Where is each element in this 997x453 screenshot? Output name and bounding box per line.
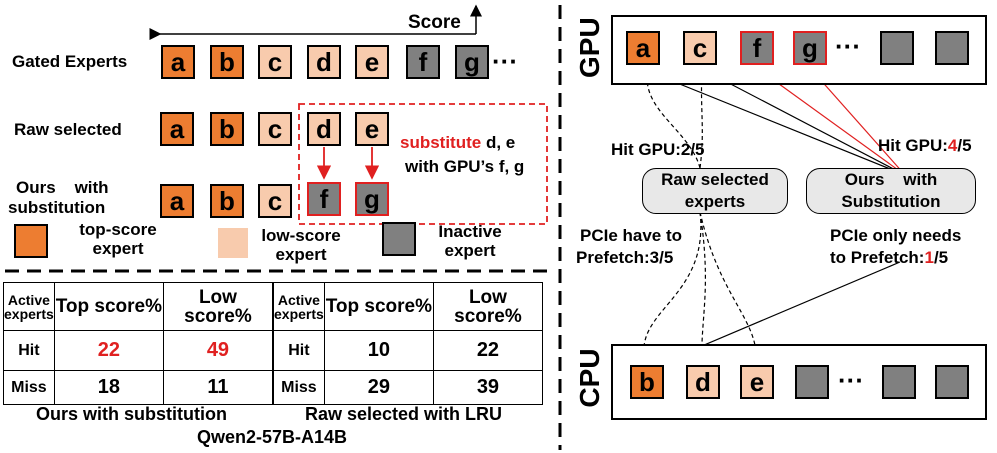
raw-to-cpu-e (699, 211, 762, 366)
model-caption: Qwen2-57B-A14B (197, 427, 348, 447)
raw-expert-e: e (355, 112, 389, 146)
ours-expert-f: f (307, 182, 341, 216)
hit-gpu-ours: Hit GPU:4/5 (878, 136, 972, 155)
gpu-expert-g: g (793, 31, 827, 65)
cpu-slot-empty-3 (935, 365, 969, 399)
pcie-ours-line1: PCIe only needs (830, 226, 962, 245)
ours-hit-top: 22 (53, 330, 164, 371)
score-label: Score (408, 12, 461, 33)
raw-selected-label: Raw selected (14, 120, 122, 139)
gated-expert-c: c (258, 45, 292, 79)
cpu-slot-empty-1 (795, 365, 829, 399)
pcie-raw-line1: PCIe have to (580, 226, 683, 245)
legend-inactive-swatch (382, 222, 416, 256)
cpu-expert-d: d (686, 365, 720, 399)
gpu-slot-empty-1 (880, 31, 914, 65)
ours-top-header: Top score% (53, 282, 164, 331)
ours-to-gpu-f (756, 67, 906, 176)
raw-miss-low: 39 (432, 370, 544, 405)
raw-hit-label: Hit (273, 330, 325, 371)
cpu-expert-e: e (740, 365, 774, 399)
ours-expert-c: c (258, 184, 292, 218)
raw-miss-label: Miss (273, 370, 325, 405)
ours-hit-low: 49 (162, 330, 274, 371)
gated-expert-d: d (307, 45, 341, 79)
legend-low-swatch (218, 228, 248, 258)
cpu-ellipsis: ··· (838, 365, 864, 395)
raw-expert-a: a (160, 112, 194, 146)
ours-to-gpu-a (638, 66, 906, 176)
raw-table-caption: Raw selected with LRU (305, 404, 503, 424)
legend-low-text: low-score expert (261, 226, 341, 264)
gated-experts-label: Gated Experts (12, 52, 128, 71)
raw-low-header: Low score% (432, 282, 544, 331)
cpu-label: CPU (574, 348, 605, 408)
ours-expert-b: b (210, 184, 244, 218)
cpu-slot-empty-2 (882, 365, 916, 399)
ours-low-header: Low score% (162, 282, 274, 331)
raw-expert-d: d (307, 112, 341, 146)
gpu-expert-c: c (683, 31, 717, 65)
ours-miss-label: Miss (3, 370, 55, 405)
ours-expert-a: a (160, 184, 194, 218)
raw-top-header: Top score% (323, 282, 434, 331)
ours-table-caption: Ours with substitution (36, 404, 227, 424)
hit-gpu-raw: Hit GPU:2/5 (611, 140, 705, 159)
raw-hit-top: 10 (323, 330, 434, 371)
ours-substitution-node: Ours with Substitution (806, 168, 976, 214)
raw-table: Active experts Top score% Low score% Hit… (273, 282, 544, 405)
substitute-note-line1: substitute d, e (400, 133, 516, 152)
ours-table: Active experts Top score% Low score% Hit… (3, 282, 274, 405)
gpu-expert-a: a (626, 31, 660, 65)
ours-label-line2: substitution (8, 198, 106, 217)
raw-active-header: Active experts (273, 282, 325, 331)
gated-expert-b: b (210, 45, 244, 79)
ours-to-gpu-g (809, 67, 906, 176)
substitution-highlight-box (298, 103, 548, 225)
ours-miss-top: 18 (53, 370, 164, 405)
gated-ellipsis: ··· (492, 46, 518, 76)
gpu-ellipsis: ··· (835, 31, 861, 61)
raw-expert-b: b (210, 112, 244, 146)
ours-active-header: Active experts (3, 282, 55, 331)
gated-expert-g: g (455, 45, 489, 79)
substitute-note-line2: with GPU’s f, g (405, 157, 525, 176)
gated-expert-f: f (406, 45, 440, 79)
gpu-label: GPU (574, 17, 605, 78)
ours-label-line1: Ours with (16, 178, 109, 197)
ours-miss-low: 11 (162, 370, 274, 405)
pcie-ours-line2: to Prefetch:1/5 (830, 248, 949, 267)
ours-hit-label: Hit (3, 330, 55, 371)
raw-miss-top: 29 (323, 370, 434, 405)
legend-top-text: top-score expert (79, 220, 157, 258)
raw-selected-experts-node: Raw selected experts (642, 168, 788, 214)
ours-to-gpu-c (698, 67, 906, 176)
raw-expert-c: c (258, 112, 292, 146)
cpu-expert-b: b (630, 365, 664, 399)
gpu-expert-f: f (740, 31, 774, 65)
pcie-raw-line2: Prefetch:3/5 (576, 248, 674, 267)
legend-top-swatch (14, 224, 48, 258)
gpu-slot-empty-2 (935, 31, 969, 65)
legend-inactive-text: Inactive expert (438, 222, 502, 260)
gated-expert-a: a (161, 45, 195, 79)
ours-expert-g: g (355, 182, 389, 216)
gated-expert-e: e (355, 45, 389, 79)
raw-hit-low: 22 (432, 330, 544, 371)
